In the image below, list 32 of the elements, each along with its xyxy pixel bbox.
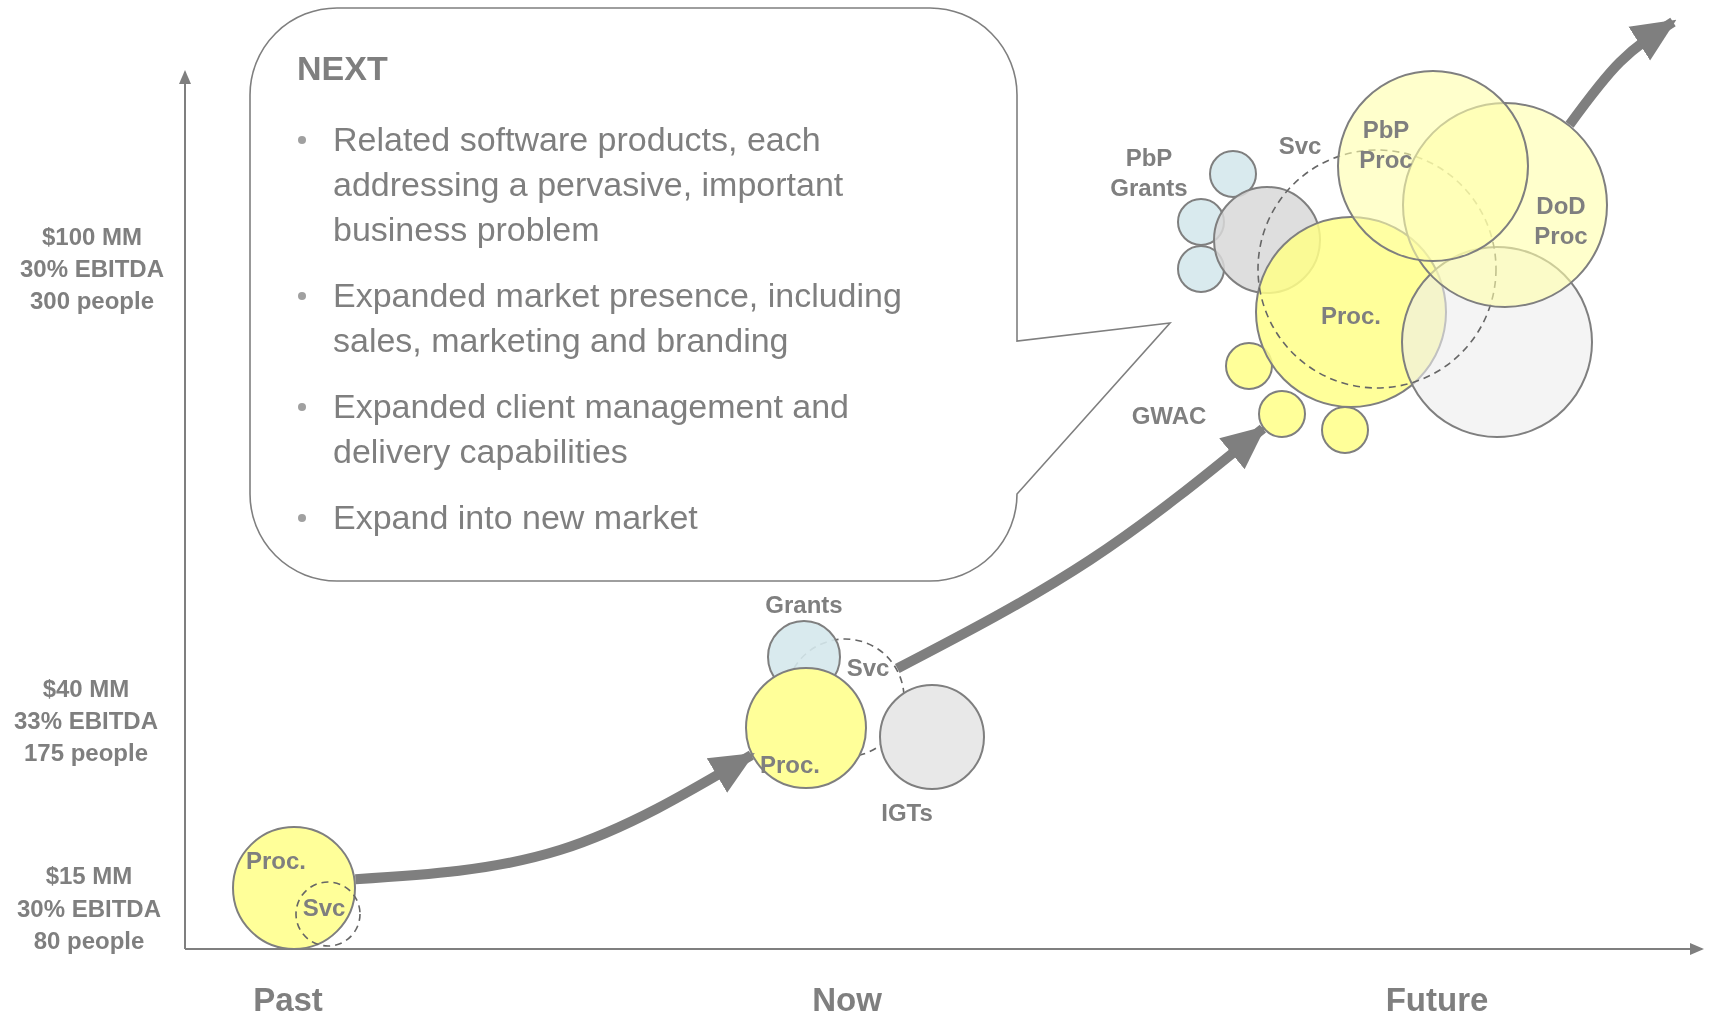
bubble-label: DoD Proc — [1534, 191, 1588, 251]
callout-heading: NEXT — [297, 49, 388, 88]
axis-label: Now — [812, 981, 882, 1017]
axis-label: 300 people — [29, 287, 155, 315]
axis-label: Past — [253, 981, 323, 1017]
bubble-label: Proc. — [246, 847, 306, 875]
bullet-text: Related software products, each addressing a pervasive, important business problem — [333, 119, 845, 250]
growth-arrow — [1565, 17, 1677, 128]
bubble-label: PbP Proc — [1359, 115, 1413, 175]
axis-label: $15 MM — [45, 862, 133, 890]
axis-label: 175 people — [23, 739, 149, 767]
growth-arrow — [894, 424, 1267, 673]
bubble-label: IGTs — [881, 799, 933, 827]
bullet-text: Expanded market presence, including sales, marketing and branding — [333, 275, 903, 361]
axis-label: 30% EBITDA — [17, 895, 161, 923]
bubble-label: Svc — [1278, 132, 1322, 160]
bubble-label: Svc — [302, 894, 346, 922]
growth-arrow — [355, 750, 755, 885]
axis-label: 30% EBITDA — [20, 255, 164, 283]
axis-label: 80 people — [33, 927, 145, 955]
bubble-label: Proc. — [1321, 302, 1381, 330]
group-label: GWAC — [1131, 402, 1207, 430]
axis-label: Future — [1385, 981, 1489, 1017]
bubble-label: Proc. — [760, 751, 820, 779]
bubble-label: Grants — [765, 591, 843, 619]
axis-label: $100 MM — [42, 223, 142, 251]
group-label: PbP Grants — [1110, 143, 1188, 203]
bullet-text: Expand into new market — [333, 497, 699, 538]
bullet-text: Expanded client management and delivery capabilities — [333, 386, 851, 472]
axis-label: 33% EBITDA — [14, 707, 158, 735]
bubble-label: Svc — [846, 654, 890, 682]
axis-label: $40 MM — [42, 675, 130, 703]
